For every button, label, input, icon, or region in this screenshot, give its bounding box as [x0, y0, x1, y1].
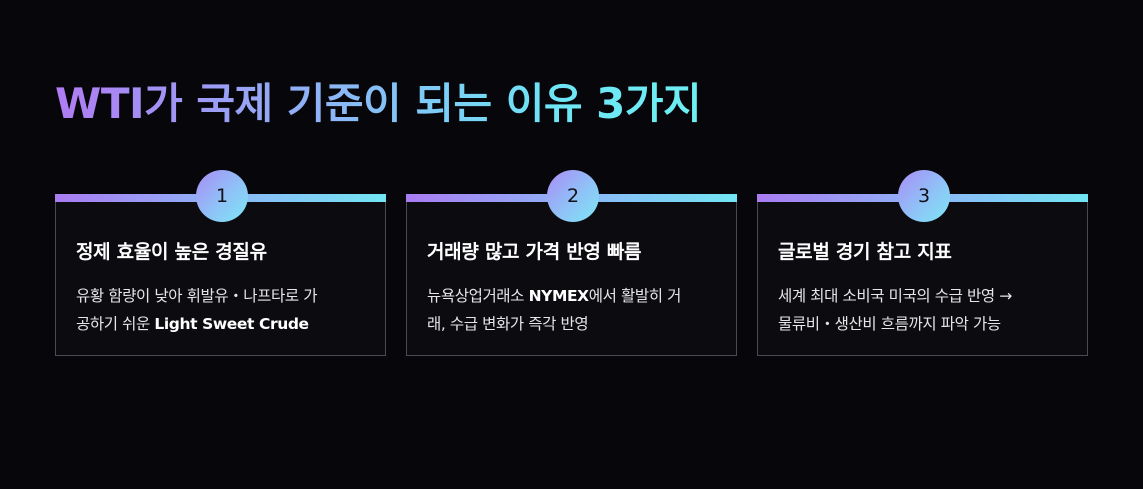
reason-card-1: 1 정제 효율이 높은 경질유 유황 함량이 낮아 휘발유・나프타로 가 공하기… — [55, 170, 386, 356]
card-title: 정제 효율이 높은 경질유 — [76, 241, 267, 263]
desc-text: 뉴욕상업거래소 — [427, 287, 529, 305]
desc-line: 래, 수급 변화가 즉각 반영 — [427, 315, 589, 333]
card-description: 유황 함량이 낮아 휘발유・나프타로 가 공하기 쉬운 Light Sweet … — [76, 282, 376, 338]
desc-line: 물류비・생산비 흐름까지 파악 가능 — [778, 315, 1001, 333]
card-description: 뉴욕상업거래소 NYMEX에서 활발히 거 래, 수급 변화가 즉각 반영 — [427, 282, 727, 338]
page-title: WTI가 국제 기준이 되는 이유 3가지 — [55, 79, 702, 128]
desc-line: 뉴욕상업거래소 NYMEX에서 활발히 거 — [427, 282, 727, 310]
desc-text: 에서 활발히 거 — [588, 287, 682, 305]
desc-line: 공하기 쉬운 Light Sweet Crude — [76, 310, 376, 338]
number-badge: 3 — [898, 170, 950, 222]
number-badge: 2 — [547, 170, 599, 222]
desc-line: 세계 최대 소비국 미국의 수급 반영 → — [778, 287, 1012, 305]
desc-text: 공하기 쉬운 — [76, 315, 155, 333]
reason-card-3: 3 글로벌 경기 참고 지표 세계 최대 소비국 미국의 수급 반영 → 물류비… — [757, 170, 1088, 356]
card-description: 세계 최대 소비국 미국의 수급 반영 → 물류비・생산비 흐름까지 파악 가능 — [778, 282, 1078, 338]
desc-line: 유황 함량이 낮아 휘발유・나프타로 가 — [76, 287, 318, 305]
card-title: 글로벌 경기 참고 지표 — [778, 241, 952, 263]
reason-card-2: 2 거래량 많고 가격 반영 빠름 뉴욕상업거래소 NYMEX에서 활발히 거 … — [406, 170, 737, 356]
desc-highlight: Light Sweet Crude — [154, 315, 309, 333]
card-title: 거래량 많고 가격 반영 빠름 — [427, 241, 642, 263]
number-badge: 1 — [196, 170, 248, 222]
desc-highlight: NYMEX — [528, 287, 590, 305]
